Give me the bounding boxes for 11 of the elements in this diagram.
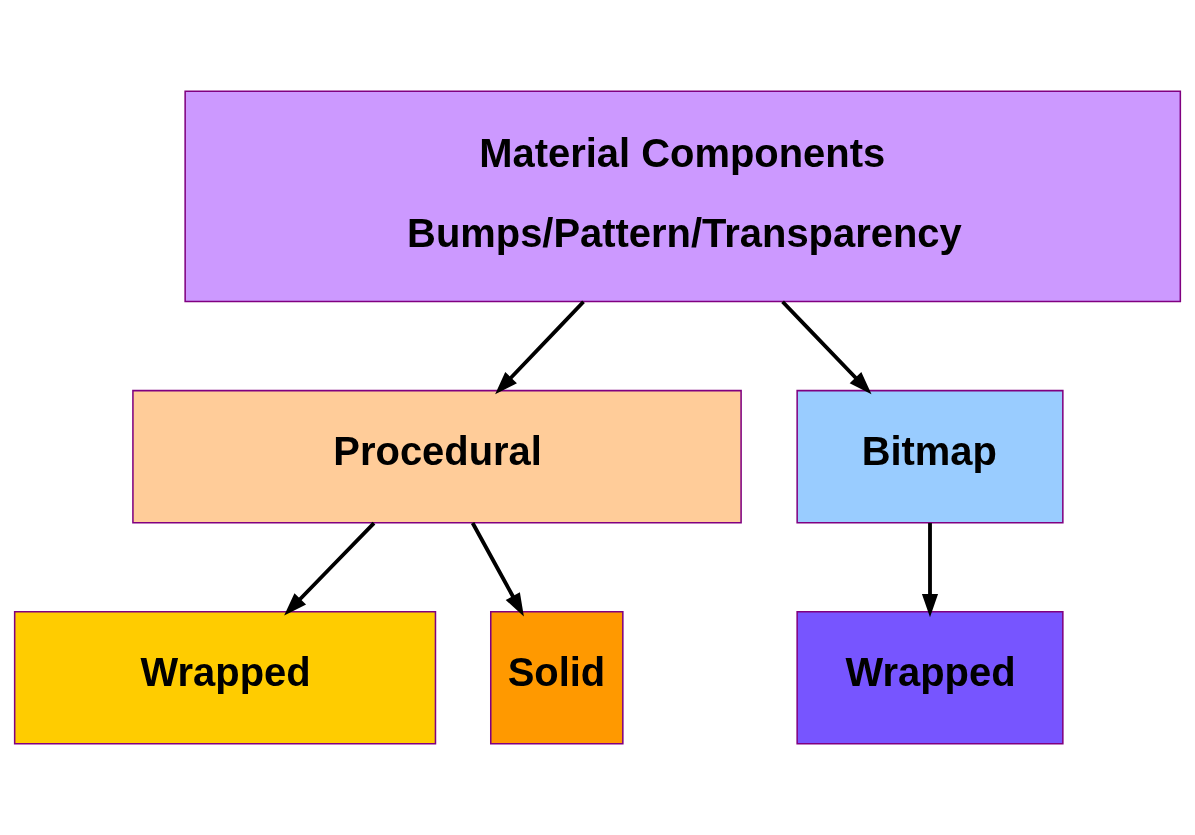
node-box: Material Components Bumps/Pattern/Transparency — [184, 90, 1182, 303]
node-box: Procedural — [132, 389, 742, 524]
arrow — [781, 300, 872, 395]
arrow — [470, 522, 524, 617]
node-box: Wrapped — [796, 611, 1064, 745]
arrow — [921, 523, 939, 618]
node-box: Solid — [490, 611, 624, 745]
node-box: Bitmap — [796, 389, 1064, 524]
arrow — [495, 300, 585, 395]
arrow — [284, 521, 376, 616]
node-box: Wrapped — [13, 611, 437, 745]
